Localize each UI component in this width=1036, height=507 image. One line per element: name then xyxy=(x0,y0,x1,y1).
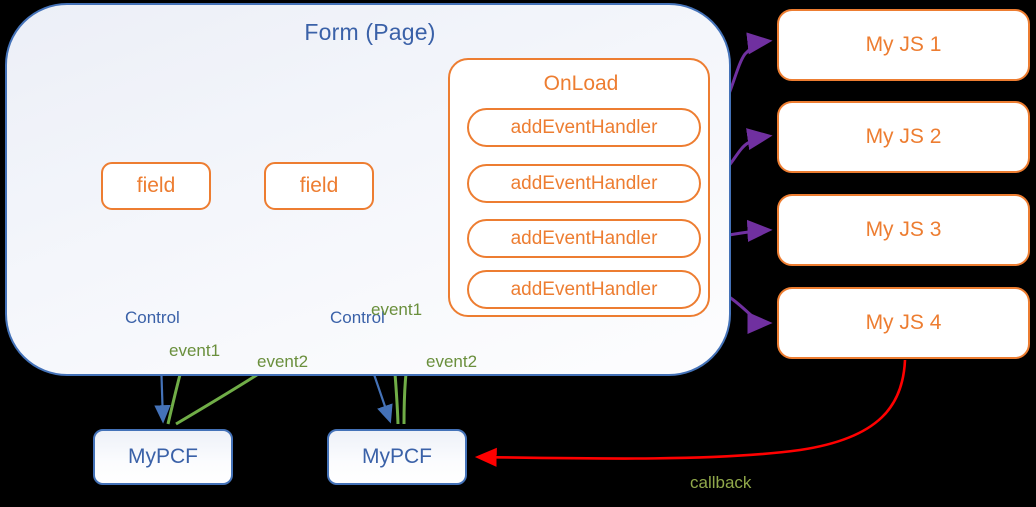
add-event-handler-2-label: addEventHandler xyxy=(510,172,658,194)
js-script-box-2[interactable]: My JS 2 xyxy=(777,101,1030,173)
field-box-2-label: field xyxy=(299,174,339,197)
js-script-box-1-label: My JS 1 xyxy=(865,33,942,56)
field-box-1-label: field xyxy=(136,174,176,197)
form-page-title: Form (Page) xyxy=(304,19,436,45)
field-box-1[interactable]: field xyxy=(101,162,211,210)
mypcf-control-1[interactable]: MyPCF xyxy=(93,429,233,485)
mypcf-control-2[interactable]: MyPCF xyxy=(327,429,467,485)
edge-label-callback: callback xyxy=(690,473,752,492)
edge-label-event1-b: event1 xyxy=(371,300,423,319)
add-event-handler-2[interactable]: addEventHandler xyxy=(467,164,701,203)
mypcf-control-1-label: MyPCF xyxy=(128,445,198,468)
onload-title: OnLoad xyxy=(543,72,619,95)
edge-label-control-2: Control xyxy=(330,308,385,327)
add-event-handler-4[interactable]: addEventHandler xyxy=(467,270,701,309)
edge-label-event1-a: event1 xyxy=(169,341,221,360)
edge-label-control-1: Control xyxy=(125,308,180,327)
add-event-handler-1-label: addEventHandler xyxy=(510,116,658,138)
js-script-box-3[interactable]: My JS 3 xyxy=(777,194,1030,266)
add-event-handler-3-label: addEventHandler xyxy=(510,227,658,249)
field-box-2[interactable]: field xyxy=(264,162,374,210)
add-event-handler-1[interactable]: addEventHandler xyxy=(467,108,701,147)
edge-label-event2-b: event2 xyxy=(426,352,478,371)
js-script-box-2-label: My JS 2 xyxy=(865,125,942,148)
js-script-box-4[interactable]: My JS 4 xyxy=(777,287,1030,359)
js-script-box-4-label: My JS 4 xyxy=(865,311,942,334)
add-event-handler-4-label: addEventHandler xyxy=(510,278,658,300)
js-script-box-3-label: My JS 3 xyxy=(865,218,942,241)
add-event-handler-3[interactable]: addEventHandler xyxy=(467,219,701,258)
mypcf-control-2-label: MyPCF xyxy=(362,445,432,468)
edge-label-event2-a: event2 xyxy=(257,352,309,371)
js-script-box-1[interactable]: My JS 1 xyxy=(777,9,1030,81)
